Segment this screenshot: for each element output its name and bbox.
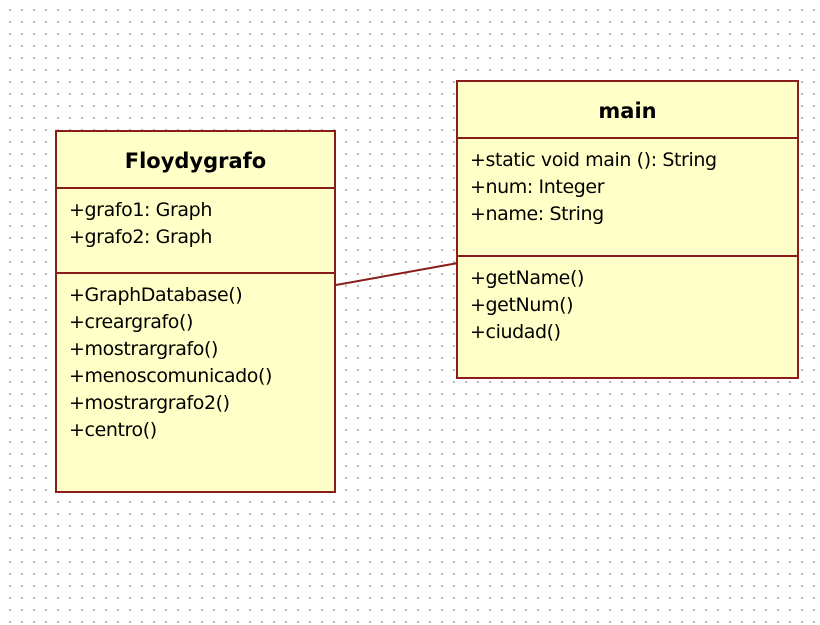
attributes-section: +static void main (): String +num: Integ…	[458, 139, 797, 257]
method: +creargrafo()	[69, 311, 194, 333]
method: +getNum()	[470, 294, 574, 316]
methods-section: +getName() +getNum() +ciudad()	[458, 257, 797, 346]
attribute: +static void main (): String	[470, 149, 717, 171]
class-main[interactable]: main +static void main (): String +num: …	[456, 80, 799, 379]
method: +getName()	[470, 267, 584, 289]
method: +GraphDatabase()	[69, 284, 243, 306]
method: +centro()	[69, 419, 157, 441]
method: +mostrargrafo2()	[69, 392, 230, 414]
attribute: +num: Integer	[470, 176, 605, 198]
class-title: main	[458, 82, 797, 139]
attribute: +name: String	[470, 203, 604, 225]
attributes-section: +grafo1: Graph +grafo2: Graph	[57, 189, 334, 274]
class-title: Floydygrafo	[57, 132, 334, 189]
method: +ciudad()	[470, 321, 561, 343]
method: +menoscomunicado()	[69, 365, 273, 387]
class-floydygrafo[interactable]: Floydygrafo +grafo1: Graph +grafo2: Grap…	[55, 130, 336, 493]
method: +mostrargrafo()	[69, 338, 218, 360]
methods-section: +GraphDatabase() +creargrafo() +mostrarg…	[57, 274, 334, 444]
attribute: +grafo1: Graph	[69, 199, 212, 221]
attribute: +grafo2: Graph	[69, 226, 212, 248]
